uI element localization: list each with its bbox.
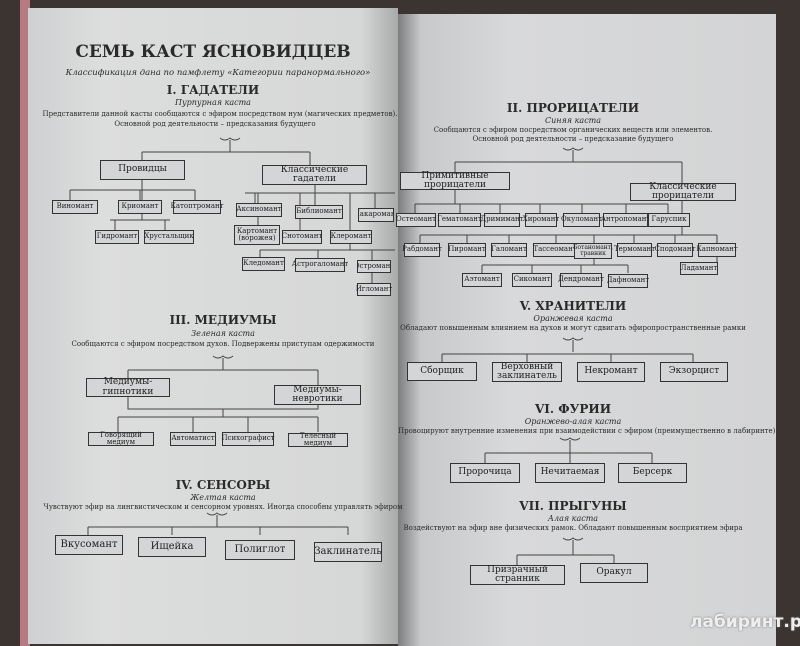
caste-title: III. МЕДИУМЫ bbox=[169, 313, 277, 327]
caste-title: VII. ПРЫГУНЫ bbox=[519, 499, 627, 513]
class-box: Виномант bbox=[52, 200, 98, 214]
class-box: Галомант bbox=[491, 243, 527, 257]
caste-description: Представители данной касты сообщаются с … bbox=[42, 110, 398, 118]
watermark: лабиринт.ру bbox=[690, 612, 800, 632]
caste-description: Основной род деятельности – предсказание… bbox=[472, 135, 674, 143]
page-title: СЕМЬ КАСТ ЯСНОВИДЦЕВ bbox=[75, 42, 351, 62]
caste-description: Провоцируют внутренние изменения при вза… bbox=[398, 427, 776, 435]
class-box: Гаруспик bbox=[648, 213, 690, 227]
class-box: Некромант bbox=[577, 362, 645, 382]
class-box: Говорящий медиум bbox=[88, 431, 154, 446]
class-box: Вкусомант bbox=[55, 535, 123, 555]
caste-color: Оранжевая каста bbox=[533, 314, 613, 323]
class-box: Заклинатель bbox=[314, 542, 382, 562]
class-box: Пиромант bbox=[448, 243, 486, 257]
class-box: Оракул bbox=[580, 563, 648, 583]
caste-title: V. ХРАНИТЕЛИ bbox=[519, 299, 627, 313]
book-edge bbox=[20, 0, 30, 646]
class-box: Аэтомант bbox=[462, 273, 502, 287]
group-box: Провидцы bbox=[100, 160, 185, 180]
group-box: Классические гадатели bbox=[262, 165, 367, 185]
caste-title: IV. СЕНСОРЫ bbox=[175, 478, 271, 492]
class-box: Макаромант bbox=[358, 208, 394, 222]
class-box: Верховный заклинатель bbox=[492, 362, 562, 382]
class-box: Ищейка bbox=[138, 537, 206, 557]
class-box: Хиромант bbox=[523, 213, 559, 227]
class-box: Дафномант bbox=[607, 274, 649, 288]
class-box: Криомант bbox=[118, 200, 162, 214]
class-box: Хрустальщик bbox=[144, 230, 194, 244]
class-box: Полиглот bbox=[225, 540, 295, 560]
class-box: Нечитаемая bbox=[535, 463, 605, 483]
caste-description: Основной род деятельности – предсказания… bbox=[114, 120, 316, 128]
caste-title: I. ГАДАТЕЛИ bbox=[166, 83, 260, 97]
caste-color: Зеленая каста bbox=[191, 329, 255, 338]
class-box: Рабдомант bbox=[402, 243, 442, 257]
class-box: Сикомант bbox=[512, 273, 552, 287]
brace-icon bbox=[562, 337, 584, 352]
class-box: Дримимант bbox=[480, 213, 524, 227]
class-box: Аксиномант bbox=[236, 203, 282, 217]
class-box: Сборщик bbox=[407, 362, 477, 381]
page-subtitle: Классификация дана по памфлету «Категори… bbox=[65, 68, 371, 78]
brace-icon bbox=[559, 437, 581, 453]
class-box: Кледомант bbox=[242, 257, 285, 271]
caste-description: Сообщаются с эфиром посредством органиче… bbox=[433, 126, 713, 134]
caste-description: Обладают повышенным влиянием на духов и … bbox=[400, 324, 746, 332]
group-box: Медиумы-невротики bbox=[274, 385, 361, 405]
class-box: Призрачный странник bbox=[470, 565, 565, 585]
class-box: Телесный медиум bbox=[288, 432, 348, 447]
class-box: Капномант bbox=[696, 243, 738, 257]
class-box: Дендромант bbox=[558, 273, 604, 287]
class-box: Гидромант bbox=[95, 230, 139, 244]
class-box: Остромант bbox=[357, 260, 391, 273]
right-page bbox=[398, 14, 776, 646]
brace-icon bbox=[206, 512, 228, 527]
class-box: Игломант bbox=[356, 283, 392, 296]
caste-description: Чувствуют эфир на лингвистическом и сенс… bbox=[43, 503, 403, 511]
group-box: Медиумы-гипнотики bbox=[86, 377, 170, 397]
class-box: Пророчица bbox=[450, 463, 520, 483]
class-box: Ладамант bbox=[680, 262, 718, 275]
class-box: Катоптромант bbox=[170, 200, 224, 214]
class-box: Психографист bbox=[221, 432, 275, 446]
class-box: Берсерк bbox=[618, 463, 687, 483]
class-box: Снотомант bbox=[282, 230, 322, 244]
class-box: Библиомант bbox=[295, 205, 343, 219]
class-box: Автоматист bbox=[170, 432, 216, 446]
brace-icon bbox=[212, 355, 234, 370]
class-box: Ботаномант, травник bbox=[573, 243, 613, 259]
caste-description: Сообщаются с эфиром посредством духов. П… bbox=[71, 340, 375, 348]
class-box: Экзорцист bbox=[660, 362, 728, 382]
class-box: Окуломант bbox=[561, 213, 602, 227]
class-box: Антропомант bbox=[601, 213, 650, 227]
class-box: Тассеомант bbox=[533, 243, 577, 257]
class-box: Астрогаломант bbox=[292, 258, 348, 272]
group-box: Классические прорицатели bbox=[630, 182, 736, 201]
caste-color: Желтая каста bbox=[190, 493, 256, 502]
caste-color: Оранжево-алая каста bbox=[524, 417, 622, 426]
class-box: Остеомант bbox=[396, 213, 436, 227]
class-box: Сподомант bbox=[655, 243, 695, 257]
caste-color: Пурпурная каста bbox=[175, 98, 251, 107]
class-box: Клеромант bbox=[330, 230, 372, 244]
brace-icon bbox=[219, 137, 241, 152]
class-box: Гематомант bbox=[437, 213, 482, 227]
caste-color: Синяя каста bbox=[544, 116, 602, 125]
caste-description: Воздействуют на эфир вне физических рамо… bbox=[403, 524, 743, 532]
class-box: Картомант (ворожея) bbox=[234, 225, 280, 245]
brace-icon bbox=[562, 537, 584, 555]
brace-icon bbox=[562, 147, 584, 162]
caste-title: VI. ФУРИИ bbox=[534, 402, 612, 416]
class-box: Термомант bbox=[614, 243, 655, 257]
caste-title: II. ПРОРИЦАТЕЛИ bbox=[506, 101, 640, 115]
caste-color: Алая каста bbox=[547, 514, 599, 523]
group-box: Примитивные прорицатели bbox=[400, 171, 510, 190]
